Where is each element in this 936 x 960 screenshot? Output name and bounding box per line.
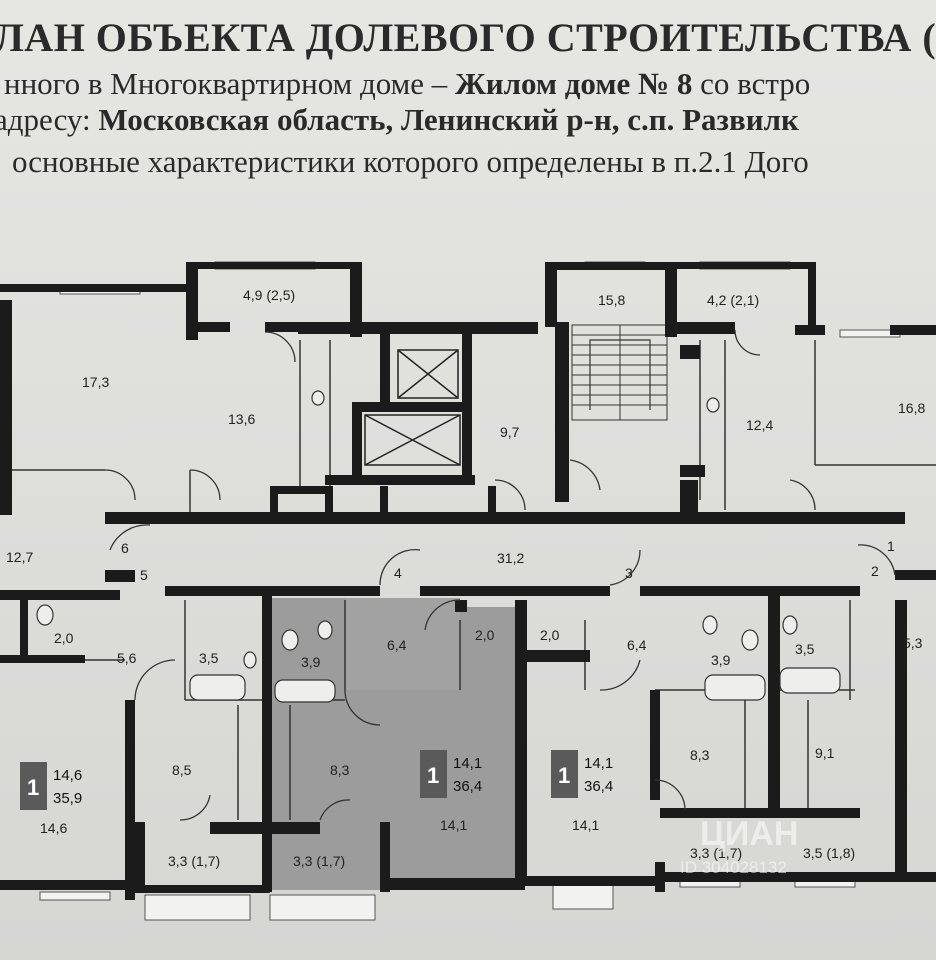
room-area: 3,5 (795, 641, 815, 657)
room-area: 4,2 (2,1) (707, 292, 759, 308)
room-area: 6,4 (387, 637, 407, 653)
room-area: 16,8 (898, 400, 925, 416)
watermark-id: ID 304028132 (680, 858, 787, 877)
apartment-living: 14,6 (53, 767, 82, 784)
room-area: 31,2 (497, 550, 524, 566)
door-number: 4 (394, 565, 402, 581)
room-area: 6,4 (627, 637, 647, 653)
watermark: ЦИАН ID 304028132 (680, 815, 798, 877)
door-numbers: 1 2 3 4 5 6 (121, 538, 895, 583)
room-area: 2,0 (540, 627, 560, 643)
header-line-2: нного в Многоквартирном доме – Жилом дом… (4, 66, 810, 102)
header-line-2-b: Жилом доме № 8 (455, 66, 693, 101)
door-number: 2 (871, 563, 879, 579)
room-labels: 17,3 4,9 (2,5) 13,6 9,7 15,8 4,2 (2,1) 1… (6, 287, 925, 869)
room-area: 5,3 (903, 635, 923, 651)
apartment-total: 35,9 (53, 790, 82, 807)
room-area: 3,9 (301, 654, 321, 670)
header-line-3-a: адресу: (0, 102, 99, 137)
door-number: 3 (625, 565, 633, 581)
room-area: 8,3 (330, 762, 350, 778)
room-area: 4,9 (2,5) (243, 287, 295, 303)
room-area: 12,4 (746, 417, 773, 433)
room-area: 9,7 (500, 424, 520, 440)
walls (0, 262, 936, 900)
header-line-3: адресу: Московская область, Ленинский р-… (0, 102, 799, 138)
door-swings (104, 329, 896, 821)
header-line-4: основные характеристики которого определ… (12, 144, 809, 179)
room-area: 15,8 (598, 292, 625, 308)
highlighted-hall (345, 598, 460, 690)
door-number: 1 (887, 538, 895, 554)
apartment-rooms: 1 (558, 763, 570, 788)
header-title: ЛАН ОБЪЕКТА ДОЛЕВОГО СТРОИТЕЛЬСТВА (КВАР… (0, 15, 936, 60)
room-area: 3,5 (1,8) (803, 845, 855, 861)
watermark-brand: ЦИАН (700, 815, 798, 853)
header-line-3-b: Московская область, Ленинский р-н, с.п. … (98, 102, 799, 137)
room-area: 3,3 (1,7) (690, 845, 742, 861)
room-area: 17,3 (82, 374, 109, 390)
door-number: 6 (121, 540, 129, 556)
room-area: 12,7 (6, 549, 33, 565)
apartment-living: 14,1 (453, 755, 482, 772)
apartment-total: 36,4 (453, 778, 482, 795)
room-area: 14,1 (572, 817, 599, 833)
elevators (364, 349, 461, 466)
room-area: 14,1 (440, 817, 467, 833)
room-area: 14,6 (40, 820, 67, 836)
apartment-badge: 1 14,1 36,4 (551, 750, 613, 798)
apartment-total: 36,4 (584, 778, 613, 795)
bathroom-fixtures (36, 390, 841, 703)
room-area: 9,1 (815, 745, 835, 761)
room-area: 8,3 (690, 747, 710, 763)
header-line-2-c: со встро (692, 66, 811, 101)
apartment-rooms: 1 (27, 775, 39, 800)
apartment-living: 14,1 (584, 755, 613, 772)
room-area: 5,6 (117, 650, 137, 666)
room-area: 3,5 (199, 650, 219, 666)
room-area: 13,6 (228, 411, 255, 427)
header-line-2-a: нного в Многоквартирном доме – (4, 66, 456, 101)
apartment-badge: 1 14,1 36,4 (420, 750, 482, 798)
door-number: 5 (140, 567, 148, 583)
staircase (571, 324, 668, 421)
document-header: ЛАН ОБЪЕКТА ДОЛЕВОГО СТРОИТЕЛЬСТВА (КВАР… (0, 0, 936, 220)
apartment-badge: 1 14,6 35,9 (20, 762, 82, 810)
room-area: 2,0 (475, 627, 495, 643)
room-area: 2,0 (54, 630, 74, 646)
apartment-rooms: 1 (427, 763, 439, 788)
room-area: 3,3 (1,7) (168, 853, 220, 869)
room-area: 3,3 (1,7) (293, 853, 345, 869)
room-area: 3,9 (711, 652, 731, 668)
room-area: 8,5 (172, 762, 192, 778)
